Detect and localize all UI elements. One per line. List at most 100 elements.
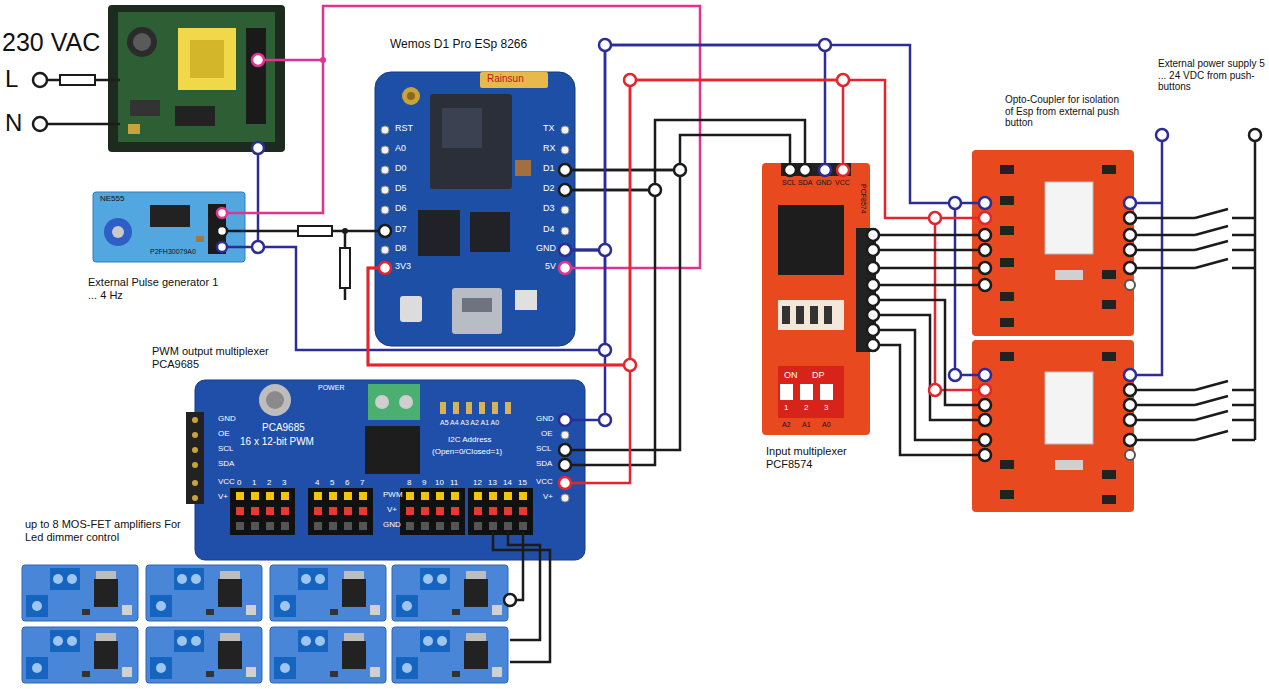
header-pins — [266, 522, 274, 530]
label-slot: TX — [543, 124, 555, 133]
junction-ring — [1124, 244, 1136, 256]
push-button-switches — [1150, 419, 1195, 422]
pin-label: D8 — [395, 243, 407, 253]
wire — [873, 267, 985, 270]
opto-coupler-drawing — [972, 340, 1134, 512]
header-pins — [436, 492, 444, 500]
switch-number: 2 — [804, 403, 808, 412]
pin-label: V+ — [543, 492, 553, 501]
junction-ring — [559, 164, 571, 176]
label-slot: RX — [543, 144, 556, 153]
opto-coupler-drawing — [1102, 352, 1116, 361]
mosfet-modules — [22, 627, 138, 683]
header-pins — [451, 507, 459, 515]
label-slot: V+ — [218, 493, 228, 501]
label-slot: 3 — [282, 479, 286, 487]
pin-label: D0 — [395, 163, 407, 173]
push-button-switches — [1150, 217, 1195, 220]
pca9685-drawing — [266, 391, 284, 409]
label-slot: A0 — [395, 144, 406, 153]
opto-coupler-drawing — [1102, 270, 1116, 279]
header-pins — [436, 522, 444, 530]
junction-ring — [837, 74, 849, 86]
pca9685-drawing — [192, 432, 198, 438]
header-pins — [359, 507, 367, 515]
header-pins — [474, 507, 482, 515]
header-pins — [436, 507, 444, 515]
label-slot: (Open=0/Closed=1) — [432, 448, 502, 456]
wemos-board-drawing — [561, 146, 569, 154]
junction-ring — [799, 164, 811, 176]
junction-ring — [1124, 262, 1136, 274]
wemos-board-drawing — [375, 72, 575, 346]
wemos-board-drawing — [561, 227, 569, 235]
label-slot: VCC — [218, 478, 235, 486]
switch-number: 1 — [784, 403, 788, 412]
push-button-switches — [1195, 381, 1228, 390]
address-label: A5 A4 A3 A2 A1 A0 — [440, 419, 499, 426]
label-slot: L — [5, 67, 18, 91]
label-slot: 9 — [422, 479, 426, 487]
push-button-switches — [1254, 135, 1257, 440]
header-pins — [266, 507, 274, 515]
junction-ring — [819, 39, 831, 51]
wemos-board-drawing — [381, 126, 389, 134]
junction-ring — [33, 39, 1261, 606]
header-pins — [421, 522, 429, 530]
header-pins — [344, 492, 352, 500]
junction-ring — [837, 164, 849, 176]
header-pins — [251, 522, 259, 530]
junction-ring — [867, 339, 879, 351]
pin-label: OE — [218, 429, 230, 438]
pin-label: D7 — [395, 224, 407, 234]
wire — [222, 247, 605, 350]
wemos-board-drawing — [375, 72, 575, 346]
channel-number: 15 — [518, 478, 527, 487]
board-name: PCA9685 — [262, 422, 305, 433]
header-pins — [474, 492, 482, 500]
pca9685-drawing — [365, 426, 420, 474]
resistor-symbol — [320, 57, 326, 63]
header-pins — [314, 507, 322, 515]
wemos-board-drawing — [381, 206, 389, 214]
push-button-switches — [1150, 234, 1195, 237]
label-slot: POWER — [318, 384, 344, 391]
push-button-switches — [1195, 241, 1228, 250]
junction-ring — [1124, 212, 1136, 224]
pin-label: VCC — [835, 179, 850, 186]
mains-input-wires — [258, 59, 323, 62]
pcf8574-drawing — [762, 163, 870, 435]
pcf8574-drawing — [810, 306, 818, 324]
push-button-switches — [1150, 389, 1195, 392]
junction-ring — [979, 434, 991, 446]
header-pins — [504, 522, 512, 530]
supply-distribution-wires — [935, 218, 985, 390]
header-pins — [406, 507, 414, 515]
label-slot: D2 — [543, 184, 555, 193]
wire — [565, 250, 605, 420]
channel-number: 14 — [503, 478, 512, 487]
label-slot: 11 — [450, 479, 458, 487]
opto-coupler-drawing — [1000, 318, 1014, 327]
channel-number: 0 — [237, 478, 241, 487]
mains-input-wires — [47, 79, 60, 82]
mains-input-wires — [47, 60, 323, 247]
header-pins — [251, 492, 259, 500]
label-slot: 13 — [488, 479, 497, 487]
wire — [873, 284, 985, 287]
junction-ring — [867, 229, 879, 241]
junction-ring — [979, 369, 991, 381]
channel-number: 1 — [252, 478, 256, 487]
channel-number: 2 — [267, 478, 271, 487]
junction-ring — [33, 117, 47, 131]
pcf8574-drawing — [820, 384, 833, 400]
wire — [368, 268, 630, 483]
pca9685-drawing — [192, 495, 198, 501]
terminal-label: L — [5, 65, 18, 92]
junction-ring — [624, 74, 636, 86]
header-pins — [314, 522, 322, 530]
opto-coupler-drawing — [1000, 258, 1014, 267]
mosfet-modules — [22, 565, 508, 683]
pcf8574-drawing — [782, 306, 790, 324]
